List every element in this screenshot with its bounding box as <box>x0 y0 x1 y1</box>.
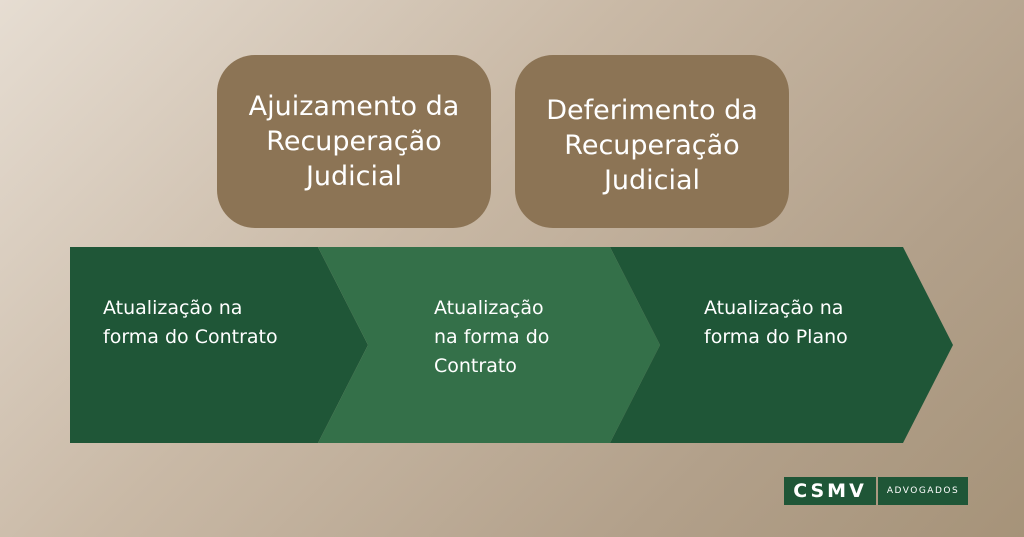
logo-tagline: ADVOGADOS <box>878 477 968 505</box>
csmv-logo: CSMV ADVOGADOS <box>784 477 968 505</box>
phase-arrow-3 <box>610 247 953 443</box>
stage-label-ajuizamento: Ajuizamento da Recuperação Judicial <box>248 90 460 193</box>
stage-box-ajuizamento: Ajuizamento da Recuperação Judicial <box>217 55 491 228</box>
phase-label-2: Atualização na forma do Contrato <box>434 297 550 377</box>
phase-label-1: Atualização na forma do Contrato <box>103 297 278 348</box>
stage-box-deferimento: Deferimento da Recuperação Judicial <box>515 55 789 228</box>
stage-label-deferimento: Deferimento da Recuperação Judicial <box>546 94 758 197</box>
phase-arrow-2 <box>318 247 660 443</box>
phase-arrow-1 <box>70 247 368 443</box>
logo-name: CSMV <box>784 477 876 505</box>
phase-label-3: Atualização na forma do Plano <box>704 297 848 348</box>
